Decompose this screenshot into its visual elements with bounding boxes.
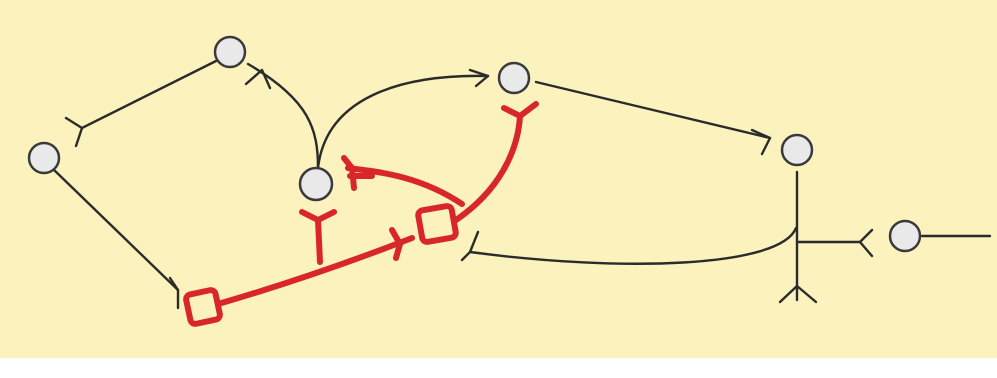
neuron-top-left-icon	[213, 35, 247, 69]
red-synapse-fork-a	[389, 227, 403, 261]
neuron-far-right-icon	[888, 219, 922, 253]
wire-top-to-right	[534, 80, 772, 140]
red-synapse-fork-middle	[299, 209, 337, 223]
synapse-fork-topleft	[244, 68, 272, 90]
red-wire-branch-middle	[315, 217, 323, 265]
wire-topleft-to-middle	[246, 62, 320, 170]
neurons	[27, 35, 922, 327]
red-neuron-square-1-icon	[183, 287, 223, 327]
neuron-top-icon	[497, 61, 531, 95]
neuron-right-icon	[780, 133, 814, 167]
red-synapse-fork-top	[501, 101, 539, 119]
red-wire-square1-to-square2	[215, 235, 415, 307]
synapse-fork-left-top	[64, 116, 84, 148]
wire-topleft-to-left	[80, 58, 220, 130]
synapse-fork-red-square	[168, 276, 180, 310]
neuron-far-left-icon	[27, 141, 61, 175]
wire-left-to-red-square	[50, 166, 180, 292]
axon-terminal	[778, 284, 818, 304]
wire-top-to-middle	[316, 74, 490, 170]
synapse-fork-top	[468, 68, 490, 88]
red-wire-square2-arc	[345, 165, 465, 207]
synapse-fork-farright	[858, 228, 874, 258]
red-synapse-fork-arc	[341, 155, 375, 191]
black-connections	[50, 58, 992, 310]
neuron-middle-icon	[298, 166, 334, 202]
red-wire-square2-up	[453, 113, 523, 223]
synapse-fork-right	[750, 128, 772, 156]
red-neuron-square-2-icon	[415, 203, 459, 245]
red-connections	[215, 101, 539, 307]
synapse-fork-bottom	[460, 230, 480, 262]
wire-right-to-red-square-2	[468, 226, 798, 265]
